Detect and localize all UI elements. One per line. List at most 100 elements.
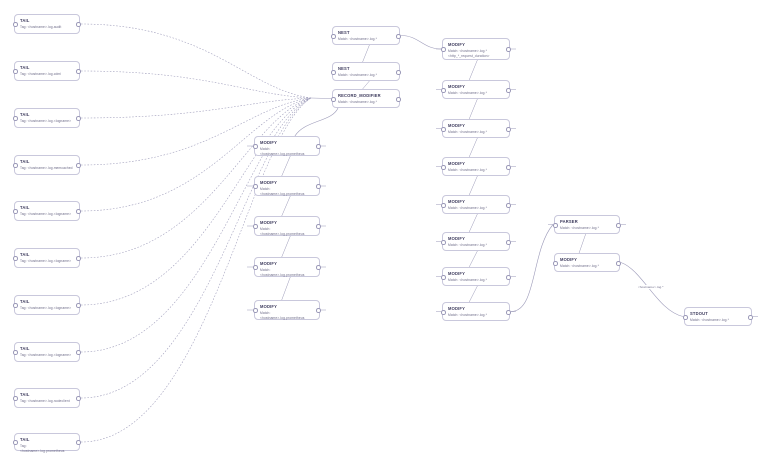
port-left-icon[interactable] — [13, 22, 18, 27]
port-right-icon[interactable] — [616, 260, 621, 266]
port-right-icon[interactable] — [316, 308, 321, 313]
port-left-icon[interactable] — [441, 47, 446, 52]
port-left-icon[interactable] — [253, 308, 258, 313]
port-right-icon[interactable] — [506, 202, 511, 208]
node-title: TAIL — [20, 346, 30, 351]
port-right-icon[interactable] — [76, 396, 81, 401]
port-right-icon[interactable] — [76, 256, 81, 261]
node-subtitle: Tag: <hostname>.log.cdmi — [20, 71, 62, 76]
port-left-icon[interactable] — [13, 440, 18, 445]
edge-solid — [578, 233, 586, 254]
port-left-icon[interactable] — [441, 309, 446, 315]
port-left-icon[interactable] — [331, 33, 336, 39]
port-right-icon[interactable] — [76, 69, 81, 74]
port-right-icon[interactable] — [76, 303, 81, 308]
port-left-icon[interactable] — [331, 96, 336, 102]
port-left-icon[interactable] — [441, 87, 446, 93]
port-right-icon[interactable] — [316, 224, 321, 229]
port-left-icon[interactable] — [441, 202, 446, 208]
port-left-icon[interactable] — [441, 164, 446, 170]
port-right-icon[interactable] — [316, 144, 321, 149]
node-title: TAIL — [20, 65, 30, 70]
node-title: NEST — [338, 66, 350, 71]
edge-dashed — [80, 70, 312, 99]
edge-solid — [620, 262, 684, 317]
port-left-icon[interactable] — [331, 69, 336, 75]
port-left-icon[interactable] — [553, 222, 558, 228]
port-right-icon[interactable] — [506, 164, 511, 170]
port-left-icon[interactable] — [253, 224, 258, 229]
port-right-icon[interactable] — [748, 314, 753, 320]
node-subtitle: Tag: <hostname>.log.audit — [20, 24, 62, 29]
port-right-icon[interactable] — [506, 274, 511, 280]
port-left-icon[interactable] — [553, 260, 558, 266]
port-left-icon[interactable] — [13, 69, 18, 74]
port-left-icon[interactable] — [13, 303, 18, 308]
port-right-icon[interactable] — [506, 126, 511, 132]
port-left-icon[interactable] — [441, 239, 446, 245]
port-left-icon[interactable] — [253, 144, 258, 149]
port-right-icon[interactable] — [76, 440, 81, 445]
port-right-icon[interactable] — [396, 96, 401, 102]
port-right-icon[interactable] — [76, 116, 81, 121]
port-right-icon[interactable] — [506, 47, 511, 52]
port-left-icon[interactable] — [253, 265, 258, 270]
port-right-icon[interactable] — [506, 309, 511, 315]
port-left-icon[interactable] — [441, 126, 446, 132]
port-left-icon[interactable] — [13, 116, 18, 121]
port-right-icon[interactable] — [76, 209, 81, 214]
node-title: TAIL — [20, 299, 30, 304]
port-left-icon[interactable] — [13, 350, 18, 355]
node-subtitle-overflow: <hostname>.log.prometheus — [260, 191, 305, 196]
node-title: MODIFY — [260, 220, 277, 225]
port-left-icon[interactable] — [13, 256, 18, 261]
port-right-icon[interactable] — [316, 184, 321, 189]
port-right-icon[interactable] — [616, 222, 621, 228]
port-left-icon[interactable] — [13, 209, 18, 214]
port-right-icon[interactable] — [76, 350, 81, 355]
port-right-icon[interactable] — [396, 33, 401, 39]
port-left-icon[interactable] — [253, 184, 258, 189]
port-right-icon[interactable] — [506, 87, 511, 93]
port-right-icon[interactable] — [316, 265, 321, 270]
edge-solid — [510, 224, 554, 312]
port-right-icon[interactable] — [396, 69, 401, 75]
port-left-icon[interactable] — [441, 274, 446, 280]
port-left-icon[interactable] — [13, 396, 18, 401]
port-right-icon[interactable] — [506, 239, 511, 245]
port-right-icon[interactable] — [76, 163, 81, 168]
port-left-icon[interactable] — [683, 314, 688, 320]
port-left-icon[interactable] — [13, 163, 18, 168]
port-right-icon[interactable] — [76, 22, 81, 27]
